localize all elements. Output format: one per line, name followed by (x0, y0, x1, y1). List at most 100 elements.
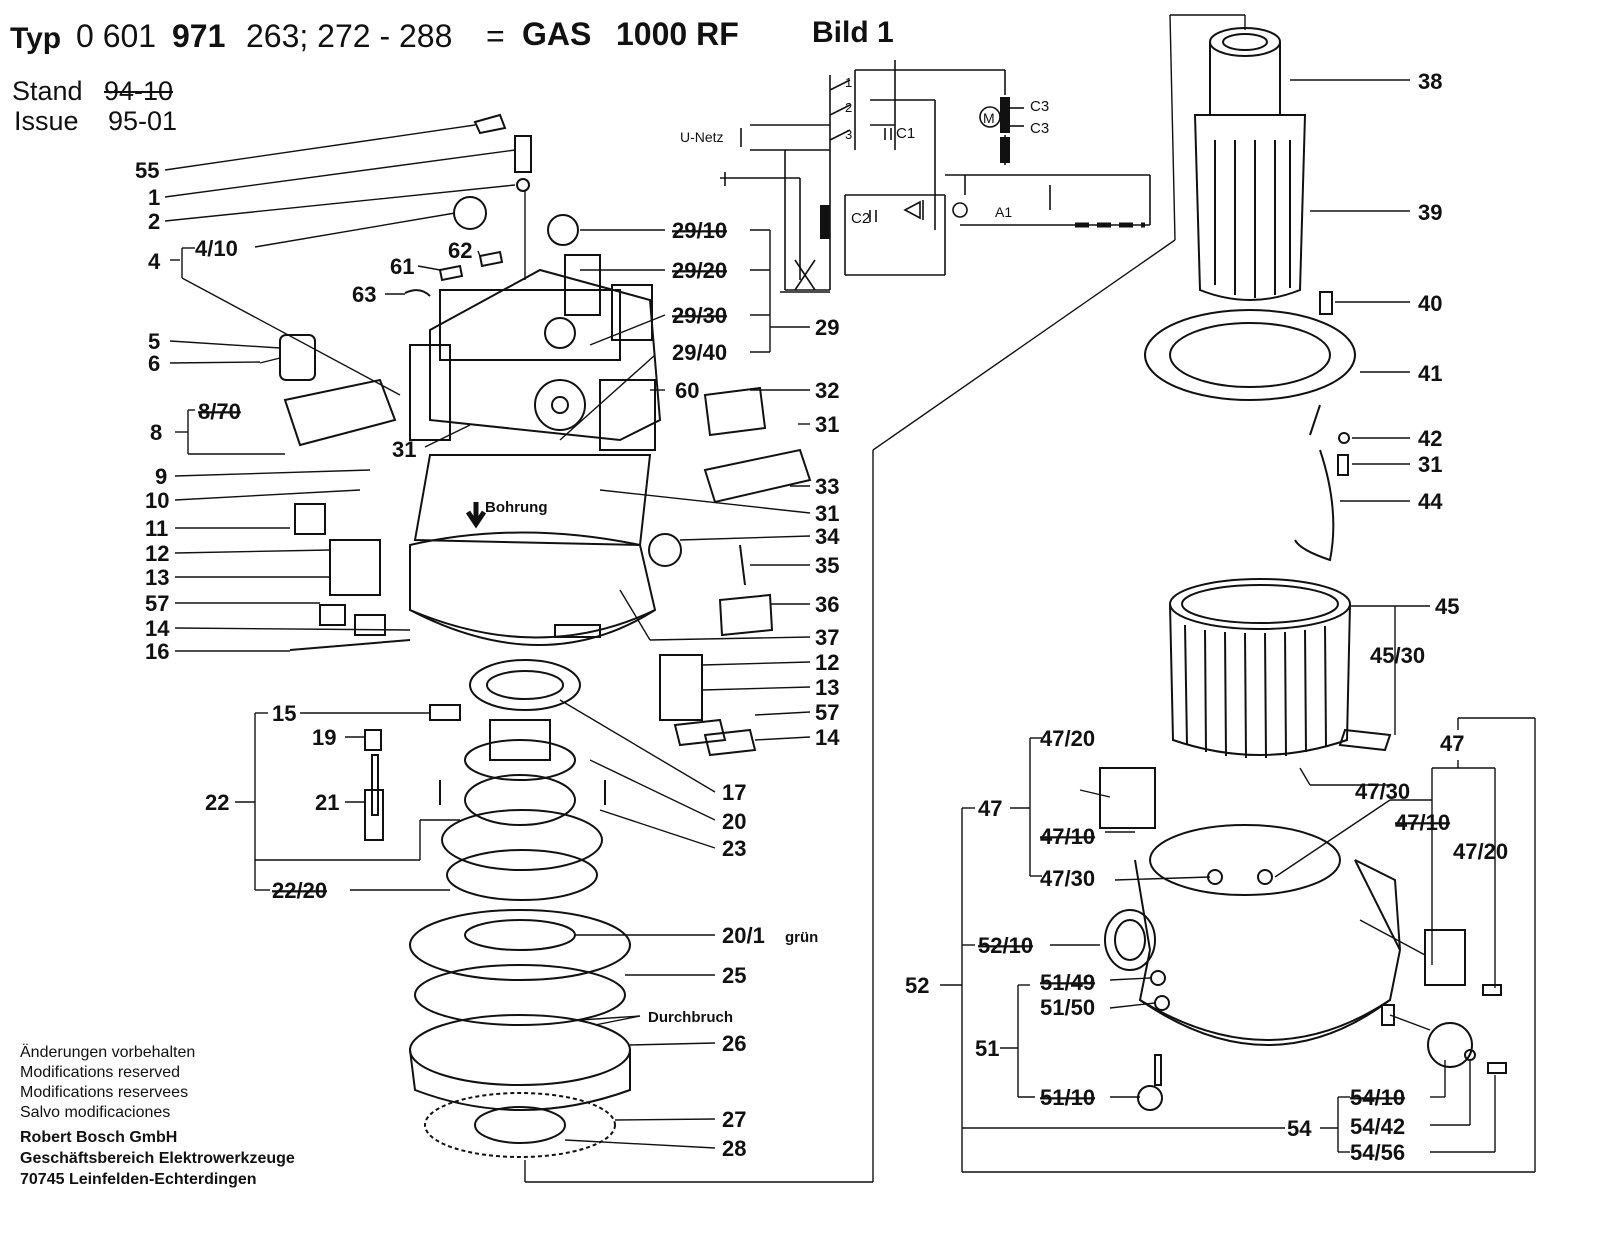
label-12: 12 (145, 541, 169, 566)
label-54-42: 54/42 (1350, 1114, 1405, 1139)
label-54: 54 (1287, 1116, 1312, 1141)
label-34: 34 (815, 524, 840, 549)
label-29-20: 29/20 (672, 258, 727, 283)
footer-line-1: Änderungen vorbehalten (20, 1044, 196, 1061)
label-23: 23 (722, 836, 746, 861)
label-31-mid: 31 (815, 412, 839, 437)
label-52-10: 52/10 (978, 933, 1033, 958)
label-40: 40 (1418, 291, 1442, 316)
footer-company: Robert Bosch GmbH (20, 1129, 178, 1146)
c3b-label: C3 (1030, 120, 1049, 137)
label-13-right: 13 (815, 675, 839, 700)
label-60: 60 (675, 378, 699, 403)
label-22: 22 (205, 790, 229, 815)
label-1: 1 (148, 185, 160, 210)
label-37: 37 (815, 625, 839, 650)
model-b: 1000 RF (616, 16, 739, 52)
label-47-10-left: 47/10 (1040, 824, 1095, 849)
footer-division: Geschäftsbereich Elektrowerkzeuge (20, 1150, 295, 1167)
label-57: 57 (145, 591, 169, 616)
label-29-30: 29/30 (672, 303, 727, 328)
footer-line-3: Modifications reservees (20, 1084, 189, 1101)
label-19: 19 (312, 725, 336, 750)
label-44: 44 (1418, 489, 1443, 514)
label-4-10: 4/10 (195, 236, 238, 261)
label-47-20-right: 47/20 (1453, 839, 1508, 864)
part-labels: 55 1 2 4 4/10 61 62 63 5 6 8 8/70 9 10 1… (135, 69, 1508, 1165)
bohrung-note: Bohrung (485, 499, 547, 516)
c2-label: C2 (851, 210, 870, 227)
typ-number-a: 0 601 (76, 18, 157, 54)
label-51-50: 51/50 (1040, 995, 1095, 1020)
label-52: 52 (905, 973, 929, 998)
label-28: 28 (722, 1136, 746, 1161)
gruen-note: grün (785, 929, 818, 946)
filter-basket-assembly (1144, 27, 1356, 562)
label-62: 62 (448, 238, 472, 263)
label-9: 9 (155, 464, 167, 489)
label-10: 10 (145, 488, 169, 513)
label-41: 41 (1418, 361, 1442, 386)
footer-line-4: Salvo modificaciones (20, 1104, 171, 1121)
stand-label: Stand (12, 76, 83, 106)
label-45: 45 (1435, 594, 1459, 619)
label-21: 21 (315, 790, 339, 815)
label-51-10: 51/10 (1040, 1085, 1095, 1110)
left-small-parts (279, 113, 532, 651)
switch-2-label: 2 (845, 100, 852, 115)
issue-label: Issue (14, 106, 79, 136)
label-39: 39 (1418, 200, 1442, 225)
label-57-right: 57 (815, 700, 839, 725)
stand-value: 94-10 (104, 76, 174, 106)
container-tank (1099, 767, 1507, 1111)
label-47-20-left: 47/20 (1040, 726, 1095, 751)
label-22-20: 22/20 (272, 878, 327, 903)
label-14-right: 14 (815, 725, 840, 750)
label-47-left: 47 (978, 796, 1002, 821)
label-14: 14 (145, 616, 170, 641)
motor-label: M (983, 110, 995, 126)
durchbruch-note: Durchbruch (648, 1009, 733, 1026)
label-27: 27 (722, 1107, 746, 1132)
label-25: 25 (722, 963, 746, 988)
label-4: 4 (148, 249, 161, 274)
label-2: 2 (148, 209, 160, 234)
label-11: 11 (145, 516, 168, 541)
label-16: 16 (145, 639, 169, 664)
label-38: 38 (1418, 69, 1442, 94)
label-42: 42 (1418, 426, 1442, 451)
motor-housing (409, 454, 657, 646)
label-61: 61 (390, 254, 414, 279)
label-47-30-left: 47/30 (1040, 866, 1095, 891)
fan-and-base-assembly (364, 659, 631, 1158)
label-51: 51 (975, 1036, 999, 1061)
label-17: 17 (722, 780, 746, 805)
footer-line-2: Modifications reserved (20, 1064, 181, 1081)
typ-label: Typ (10, 22, 62, 55)
label-31-right: 31 (1418, 452, 1442, 477)
label-12-right: 12 (815, 650, 839, 675)
label-36: 36 (815, 592, 839, 617)
label-35: 35 (815, 553, 839, 578)
label-32: 32 (815, 378, 839, 403)
label-5: 5 (148, 329, 160, 354)
c1-label: C1 (896, 125, 915, 142)
u-netz-label: U-Netz (680, 129, 724, 145)
label-20: 20 (722, 809, 746, 834)
annotations: Bohrung Durchbruch grün (485, 499, 818, 1026)
label-63: 63 (352, 282, 376, 307)
label-13: 13 (145, 565, 169, 590)
label-29: 29 (815, 315, 839, 340)
label-8: 8 (150, 420, 162, 445)
right-small-parts (648, 386, 812, 757)
label-6: 6 (148, 351, 160, 376)
label-29-40: 29/40 (672, 340, 727, 365)
wiring-schematic (720, 60, 1151, 293)
label-33: 33 (815, 474, 839, 499)
typ-number-b: 971 (172, 18, 226, 54)
label-54-56: 54/56 (1350, 1140, 1405, 1165)
bild-label: Bild 1 (812, 16, 894, 49)
label-31-lower: 31 (815, 501, 839, 526)
